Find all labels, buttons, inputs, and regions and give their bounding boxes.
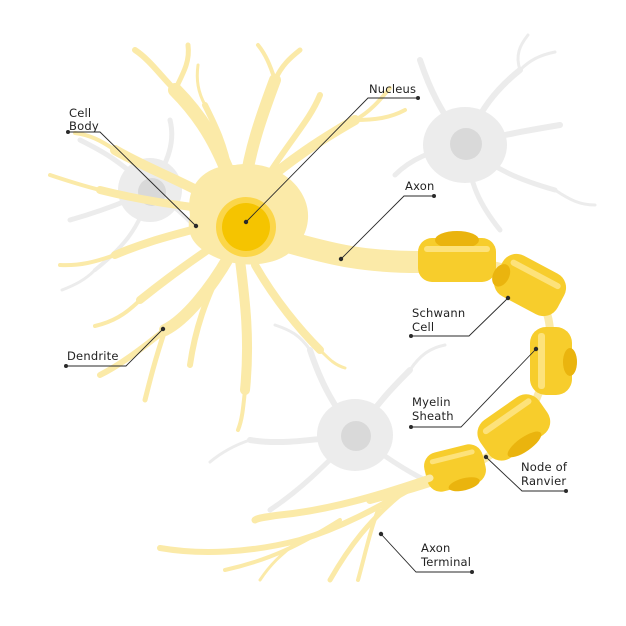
myelin-segment-3 [530,327,577,395]
axon-terminals [157,474,434,583]
label-axon: Axon [338,179,436,262]
axon-label: Axon [405,179,434,193]
node-of-ranvier-label-line2: Ranvier [521,474,566,488]
dendrite-label: Dendrite [67,349,119,363]
label-nucleus: Nucleus [243,82,420,225]
label-schwann-cell: Schwann Cell [409,295,511,338]
background-nucleus-bottom [341,421,371,451]
axon-terminal-label-line1: Axon [421,541,450,555]
axon-shaft [269,229,431,273]
myelin-sheath-label-line2: Sheath [412,409,454,423]
node-of-ranvier-label-line1: Node of [521,460,568,474]
myelin-segment-1 [418,231,496,282]
myelin-sheath-label-line1: Myelin [412,395,451,409]
nucleus-label: Nucleus [369,82,416,96]
myelin-segment-2 [492,253,567,317]
background-nucleus-right [450,128,482,160]
cell-body-label-line1: Cell [69,106,91,120]
myelin-segment-5 [424,444,486,492]
label-dendrite: Dendrite [64,326,166,368]
label-myelin-sheath: Myelin Sheath [409,346,539,429]
label-node-of-ranvier: Node of Ranvier [483,454,568,493]
axon-terminal-label-line2: Terminal [420,555,471,569]
cell-body-label-line2: Body [69,119,99,133]
nucleus [222,203,270,251]
label-axon-terminal: Axon Terminal [378,531,474,574]
myelin-segment-4 [477,394,551,461]
schwann-cell-label-line2: Cell [412,320,434,334]
label-cell-body: Cell Body [66,106,199,229]
myelin-sheath [418,231,577,492]
schwann-cell-label-line1: Schwann [412,306,465,320]
